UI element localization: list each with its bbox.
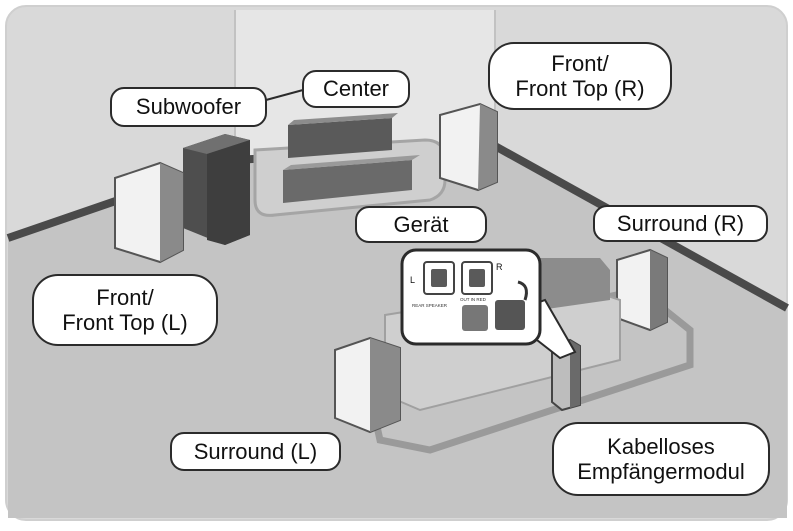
main-unit-top bbox=[283, 155, 420, 170]
inset-right-channel: R bbox=[496, 262, 503, 272]
label-unit: Gerät bbox=[355, 206, 487, 243]
plug-1 bbox=[462, 305, 488, 331]
label-wireless-module: Kabelloses Empfängermodul bbox=[552, 422, 770, 496]
label-center: Center bbox=[302, 70, 410, 108]
sofa-back bbox=[540, 258, 610, 310]
front-left-speaker-side bbox=[160, 163, 183, 262]
label-front-left: Front/ Front Top (L) bbox=[32, 274, 218, 346]
label-subwoofer: Subwoofer bbox=[110, 87, 267, 127]
front-right-speaker-side bbox=[478, 104, 497, 190]
subwoofer-side bbox=[207, 140, 250, 245]
subwoofer-top bbox=[183, 134, 250, 154]
label-surround-right: Surround (R) bbox=[593, 205, 768, 242]
left-jack-socket bbox=[431, 269, 447, 287]
label-surround-left: Surround (L) bbox=[170, 432, 341, 471]
cable bbox=[517, 280, 528, 301]
surround-right-speaker-side bbox=[650, 250, 667, 330]
right-jack-socket bbox=[469, 269, 485, 287]
inset-left-channel: L bbox=[410, 275, 415, 285]
center-speaker bbox=[288, 118, 392, 158]
label-front-right: Front/ Front Top (R) bbox=[488, 42, 672, 110]
main-unit bbox=[283, 160, 412, 203]
inset-left-caption: REAR SPEAKER bbox=[412, 303, 448, 308]
inset-right-caption: OUT IN RED bbox=[460, 297, 487, 302]
plug-2 bbox=[495, 300, 525, 330]
center-speaker-top bbox=[288, 113, 398, 125]
surround-left-speaker-side bbox=[370, 338, 400, 432]
leader-line bbox=[265, 89, 304, 101]
wireless-module-side bbox=[570, 340, 580, 408]
